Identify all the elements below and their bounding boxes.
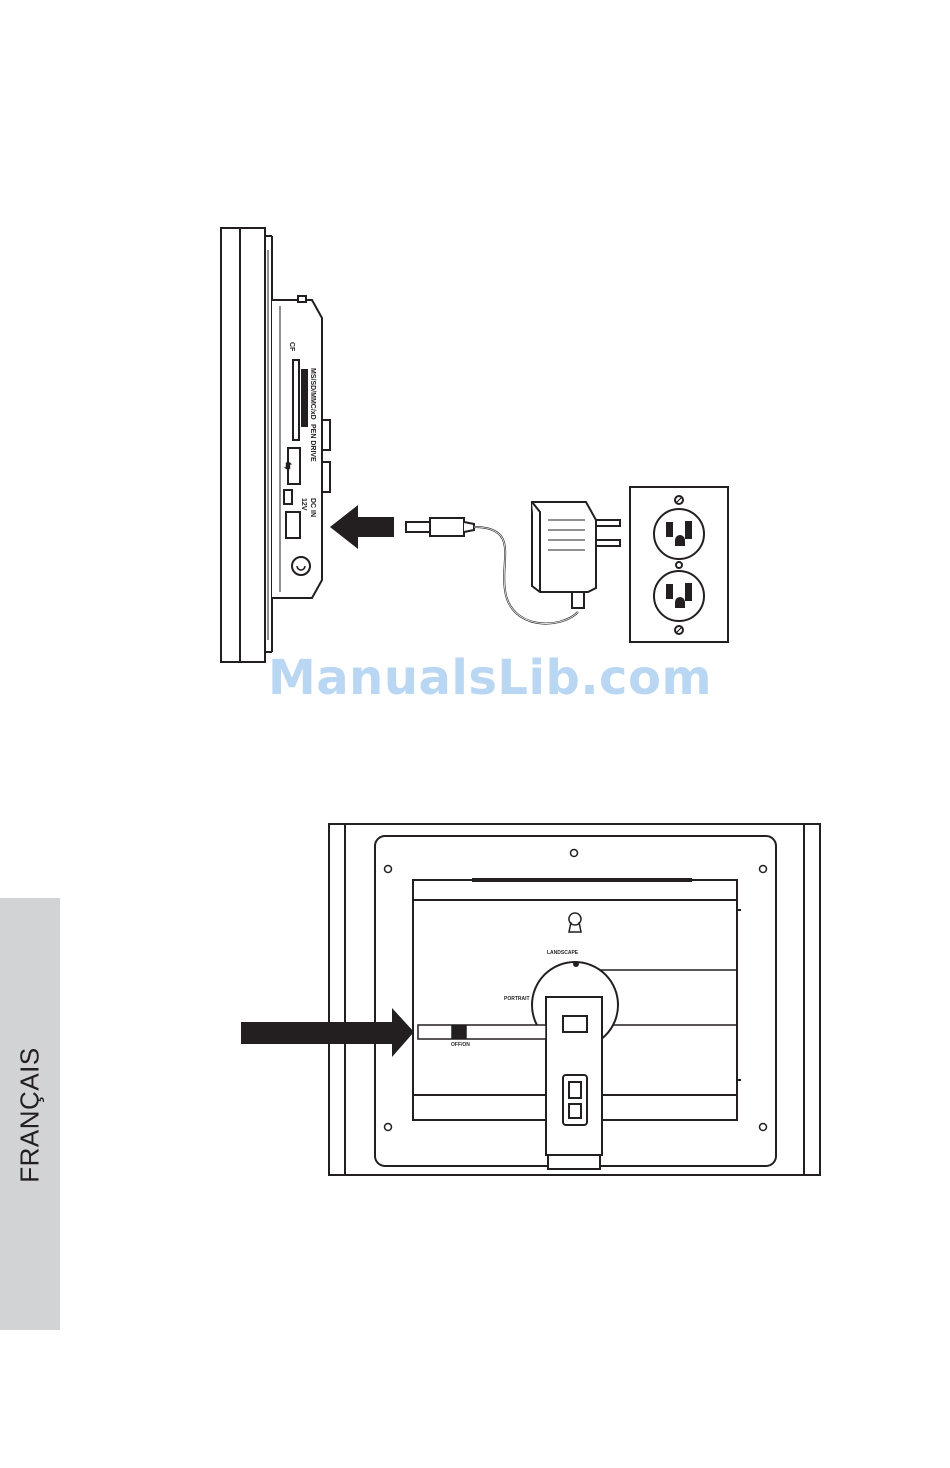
card-slot-label: MS/SD/MMC/xD bbox=[309, 368, 316, 420]
dc-plug bbox=[406, 518, 474, 536]
pen-drive-label: PEN DRIVE bbox=[309, 424, 316, 462]
power-switch bbox=[418, 1025, 546, 1039]
ac-adapter bbox=[532, 502, 620, 608]
cf-label: CF bbox=[288, 342, 295, 352]
landscape-label: LANDSCAPE bbox=[547, 950, 579, 956]
portrait-label: PORTRAIT bbox=[504, 996, 530, 1002]
watermark: ManualsLib.com bbox=[268, 650, 698, 706]
voltage-label: 12V bbox=[300, 498, 307, 511]
language-tab-label: FRANÇAIS bbox=[15, 1047, 46, 1182]
switch-label: OFF/ON bbox=[451, 1042, 470, 1048]
dc-in-label: DC IN bbox=[309, 498, 316, 517]
wall-outlet bbox=[630, 487, 728, 642]
usb-icon: ⇆ bbox=[283, 462, 293, 470]
insert-arrow-icon bbox=[330, 505, 394, 549]
